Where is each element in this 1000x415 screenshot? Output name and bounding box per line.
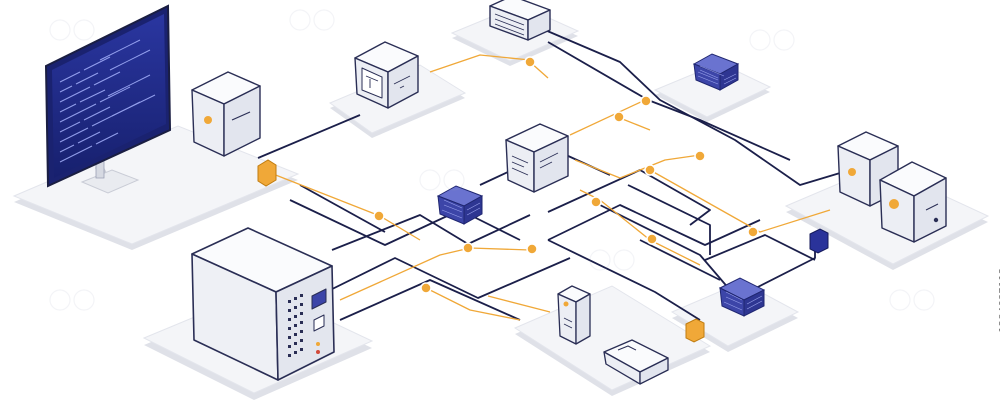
wire (289, 199, 521, 246)
terminal-box (505, 123, 569, 193)
status-led (889, 199, 899, 209)
platform-tray (513, 285, 712, 396)
junction-dot (420, 282, 432, 294)
wire (429, 54, 531, 73)
small-tower (557, 285, 591, 345)
wire (751, 245, 816, 291)
wires-dark (257, 29, 851, 321)
wire (547, 41, 791, 161)
rack-unit (489, 0, 551, 41)
wire (309, 257, 571, 301)
wire (639, 239, 721, 281)
junction-dots (373, 56, 759, 294)
junction-dot (373, 210, 385, 222)
tray-device (603, 339, 669, 385)
server-panel (311, 288, 327, 310)
junction-dot (640, 95, 652, 107)
wire (569, 99, 646, 136)
wire (547, 239, 701, 321)
chip-cube-bottom (718, 277, 766, 317)
connector-orange-left (257, 159, 277, 187)
wire (704, 234, 816, 261)
status-led (848, 168, 856, 176)
junction-dot (613, 111, 625, 123)
wire (599, 204, 731, 291)
chip-cube-center (436, 185, 484, 225)
server-vent-grid (288, 294, 303, 357)
wire (547, 204, 761, 246)
connector-orange-bottom (685, 318, 705, 343)
wire (339, 247, 531, 301)
wire (299, 184, 386, 233)
wire (425, 287, 521, 321)
junction-dot (646, 233, 658, 245)
rack-slots (494, 13, 525, 36)
display-screen (361, 67, 383, 99)
chip-cube-top (692, 53, 740, 91)
junction-dot (526, 243, 538, 255)
junction-dot (644, 164, 656, 176)
stock-watermark-pattern (49, 9, 935, 311)
junction-dot (590, 196, 602, 208)
connector-blue-right (809, 228, 829, 254)
wire (339, 279, 521, 321)
junction-dot (524, 56, 536, 68)
wires-orange (267, 54, 831, 321)
status-led (204, 116, 212, 124)
wire (627, 184, 711, 255)
monitor-workstation (44, 4, 172, 194)
terminal-lines (511, 152, 559, 176)
server-tower (191, 227, 335, 381)
wire (257, 114, 361, 159)
junction-dot (747, 226, 759, 238)
wire (331, 214, 531, 251)
junction-dot (694, 150, 706, 162)
code-lines (59, 39, 156, 163)
wire (579, 189, 701, 266)
status-led (563, 301, 569, 307)
cabinet-right (879, 161, 947, 243)
storage-box (191, 71, 261, 157)
wire (487, 295, 551, 313)
junction-dot (462, 242, 474, 254)
wire (619, 117, 651, 131)
wire (649, 169, 831, 233)
display-box (354, 41, 419, 109)
wire (547, 169, 711, 226)
wire (574, 154, 701, 179)
